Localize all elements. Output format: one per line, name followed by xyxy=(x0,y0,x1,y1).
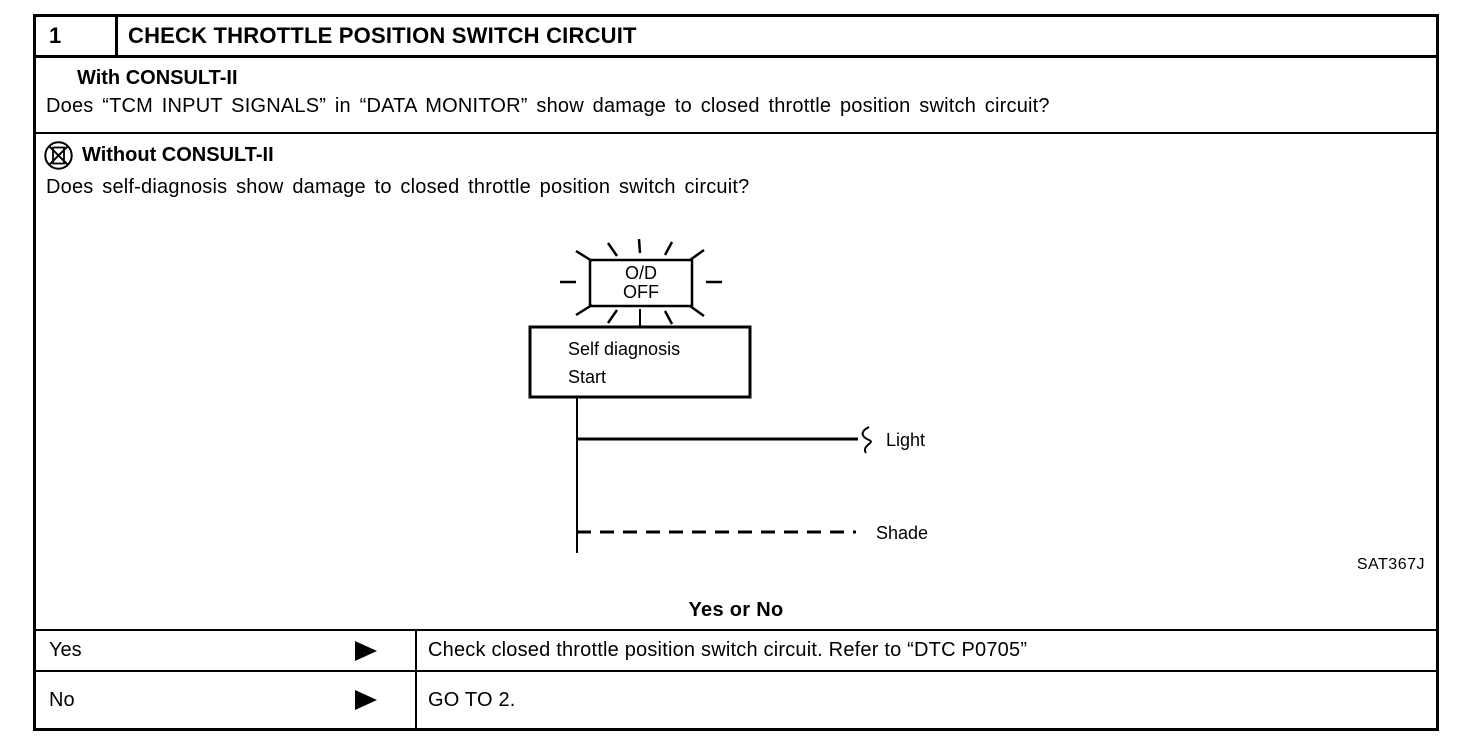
step-title: CHECK THROTTLE POSITION SWITCH CIRCUIT xyxy=(128,23,637,48)
right-arrow-icon xyxy=(355,690,377,710)
decision-prompt: Yes or No xyxy=(688,599,784,621)
light-label: Light xyxy=(886,430,925,450)
step-header-row: 1 CHECK THROTTLE POSITION SWITCH CIRCUIT xyxy=(36,17,1436,58)
indicator-label-line2: OFF xyxy=(623,282,659,302)
figure-id: SAT367J xyxy=(1356,556,1425,573)
diagnostic-step-table: 1 CHECK THROTTLE POSITION SWITCH CIRCUIT… xyxy=(33,14,1439,731)
light-line-break-symbol xyxy=(861,426,872,454)
without-consult-section: Without CONSULT-II Does self-diagnosis s… xyxy=(36,134,1436,631)
start-box-line2: Start xyxy=(568,367,606,387)
self-diagnosis-start-box xyxy=(528,325,752,399)
with-consult-question: Does “TCM INPUT SIGNALS” in “DATA MONITO… xyxy=(46,95,1050,117)
without-consult-question: Does self-diagnosis show damage to close… xyxy=(46,176,750,198)
outcome-yes-action: Check closed throttle position switch ci… xyxy=(428,639,1028,661)
outcome-row-yes: Yes Check closed throttle position switc… xyxy=(36,631,1436,672)
od-off-indicator xyxy=(560,238,722,325)
start-box-line1: Self diagnosis xyxy=(568,339,680,359)
outcome-row-no: No GO TO 2. xyxy=(36,672,1436,728)
right-arrow-icon xyxy=(355,640,377,661)
outcome-no-action: GO TO 2. xyxy=(428,688,516,711)
self-diagnosis-diagram: O/D OFF Self diagnosis Start Light Shade xyxy=(528,238,928,553)
no-consult-icon xyxy=(44,141,73,170)
outcome-yes-label: Yes xyxy=(49,639,82,661)
indicator-label-line1: O/D xyxy=(625,263,657,283)
with-consult-section: With CONSULT-II Does “TCM INPUT SIGNALS”… xyxy=(36,58,1436,134)
without-consult-heading: Without CONSULT-II xyxy=(82,144,274,166)
outcome-no-label: No xyxy=(49,688,75,711)
with-consult-heading: With CONSULT-II xyxy=(77,67,238,89)
step-number: 1 xyxy=(36,17,118,55)
shade-label: Shade xyxy=(876,523,928,543)
